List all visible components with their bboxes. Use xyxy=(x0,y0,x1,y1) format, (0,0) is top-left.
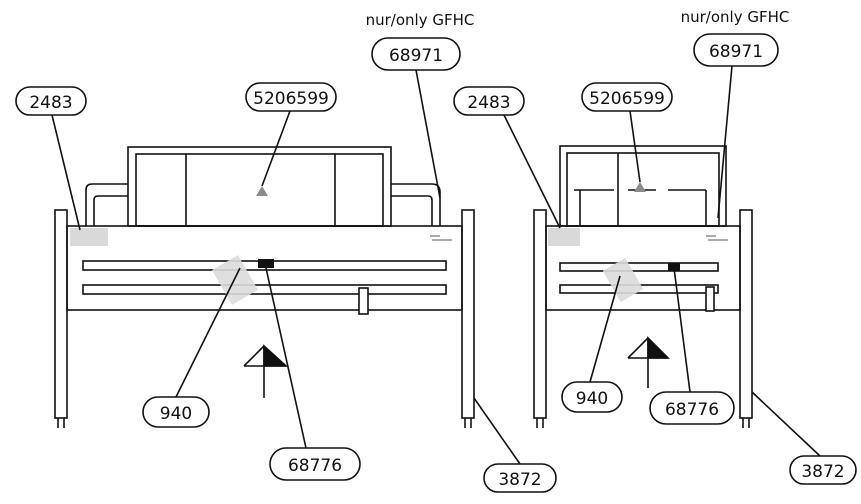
left-assembly-grey-patch-940 xyxy=(212,255,258,305)
right-assembly-dark-block-68776 xyxy=(668,263,680,271)
right-callout-3872-bubble xyxy=(789,455,857,485)
right-callout-2483-bubble xyxy=(453,86,525,116)
left-assembly-housing xyxy=(85,146,441,227)
left-callout-68776-bubble xyxy=(269,447,361,481)
right-assembly xyxy=(533,145,753,428)
right-label-3872: 3872 xyxy=(801,462,844,482)
right-assembly-section-marker xyxy=(627,336,670,388)
right-label-68776: 68776 xyxy=(665,400,719,420)
right-callout-940-bubble xyxy=(561,381,623,413)
right-callout-5206599-bubble xyxy=(581,82,673,112)
left-assembly-center-marker xyxy=(256,186,268,196)
right-assembly-pin xyxy=(705,286,715,312)
right-assembly-housing xyxy=(559,145,727,227)
left-callout-labels: 2483 5206599 68971 940 68776 3872 nur/on… xyxy=(29,11,541,490)
left-callout-2483-bubble xyxy=(15,86,87,116)
left-label-940: 940 xyxy=(160,404,192,424)
left-assembly-lower-rail xyxy=(82,284,447,295)
left-assembly xyxy=(54,146,475,428)
right-label-68971: 68971 xyxy=(709,42,763,62)
right-assembly-small-mark xyxy=(706,235,728,241)
right-callout-68776-bubble xyxy=(649,391,735,425)
left-assembly-dark-block-68776 xyxy=(258,259,274,268)
left-assembly-pin xyxy=(358,287,369,315)
left-assembly-small-mark xyxy=(430,235,452,241)
left-assembly-left-post xyxy=(54,209,68,428)
left-assembly-section-marker xyxy=(243,344,289,398)
left-label-68971: 68971 xyxy=(389,46,443,66)
left-callouts xyxy=(15,37,557,493)
right-callout-68971-bubble xyxy=(693,33,779,67)
right-assembly-left-post xyxy=(533,209,547,428)
right-assembly-grey-patch-2483 xyxy=(548,228,580,246)
left-assembly-right-post xyxy=(461,209,475,428)
right-callout-labels: 2483 5206599 68971 940 68776 3872 nur/on… xyxy=(467,8,844,482)
right-callouts xyxy=(453,33,857,485)
left-label-68776: 68776 xyxy=(288,456,342,476)
left-label-2483: 2483 xyxy=(29,93,72,113)
right-assembly-center-marker xyxy=(634,182,646,192)
left-callout-5206599-bubble xyxy=(245,82,337,112)
right-assembly-upper-rail xyxy=(559,262,719,272)
right-label-940: 940 xyxy=(576,389,608,409)
right-note-only-gfhc: nur/only GFHC xyxy=(681,8,790,26)
right-label-2483: 2483 xyxy=(467,93,510,113)
right-label-5206599: 5206599 xyxy=(589,89,665,109)
left-label-3872: 3872 xyxy=(498,470,541,490)
left-label-5206599: 5206599 xyxy=(253,89,329,109)
left-assembly-grey-patch-2483 xyxy=(70,228,108,246)
right-assembly-grey-patch-940 xyxy=(602,257,644,303)
left-note-only-gfhc: nur/only GFHC xyxy=(366,11,475,29)
right-assembly-right-post xyxy=(739,209,753,428)
